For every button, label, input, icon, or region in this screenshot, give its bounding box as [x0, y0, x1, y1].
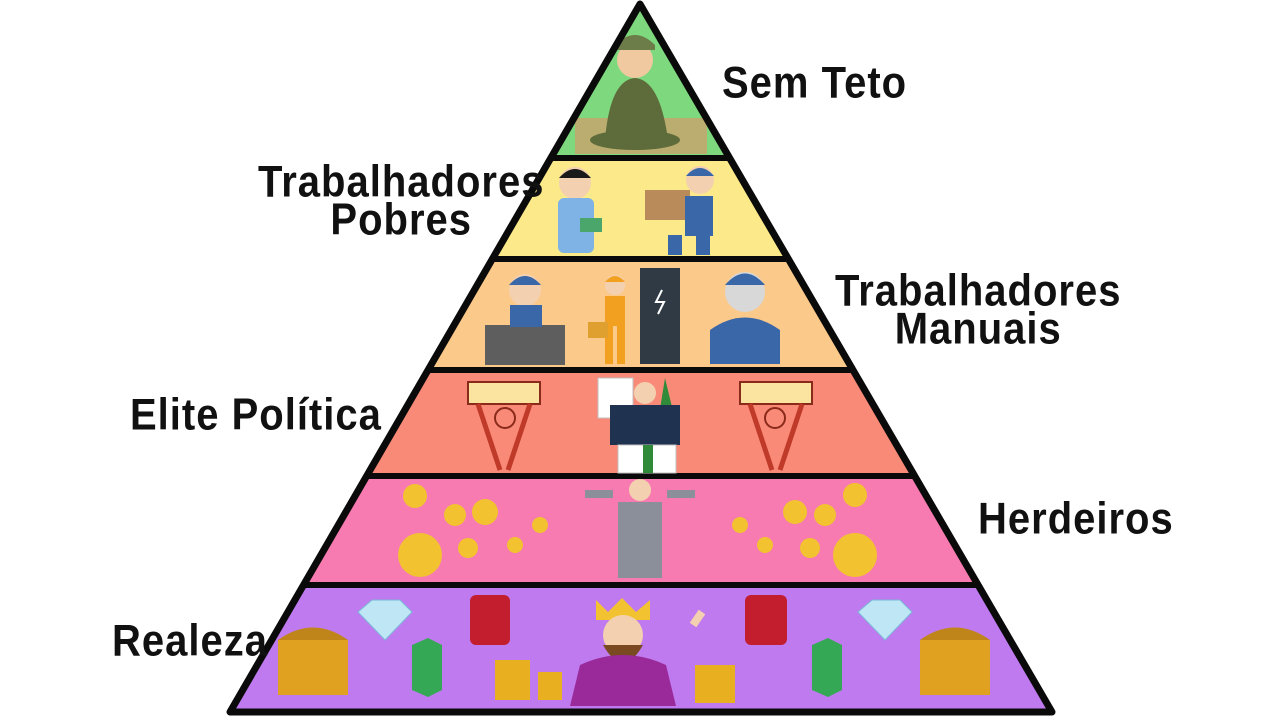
heir-with-gold-coins-illustration	[398, 479, 877, 578]
politician-at-podium-illustration	[467, 377, 813, 474]
pyramid-outline	[226, 0, 1056, 716]
king-with-treasure-illustration	[278, 595, 990, 706]
label-herdeiros: Herdeiros	[978, 494, 1174, 544]
manual-workers-illustration	[485, 268, 780, 365]
label-sem-teto: Sem Teto	[722, 58, 908, 108]
label-elite-politica: Elite Política	[130, 390, 382, 440]
label-realeza: Realeza	[112, 616, 268, 666]
label-trabalhadores-manuais: Trabalhadores Manuais	[835, 266, 1122, 354]
poor-workers-illustration	[558, 166, 714, 255]
homeless-person-illustration	[575, 35, 707, 154]
label-trabalhadores-pobres: Trabalhadores Pobres	[258, 157, 545, 245]
